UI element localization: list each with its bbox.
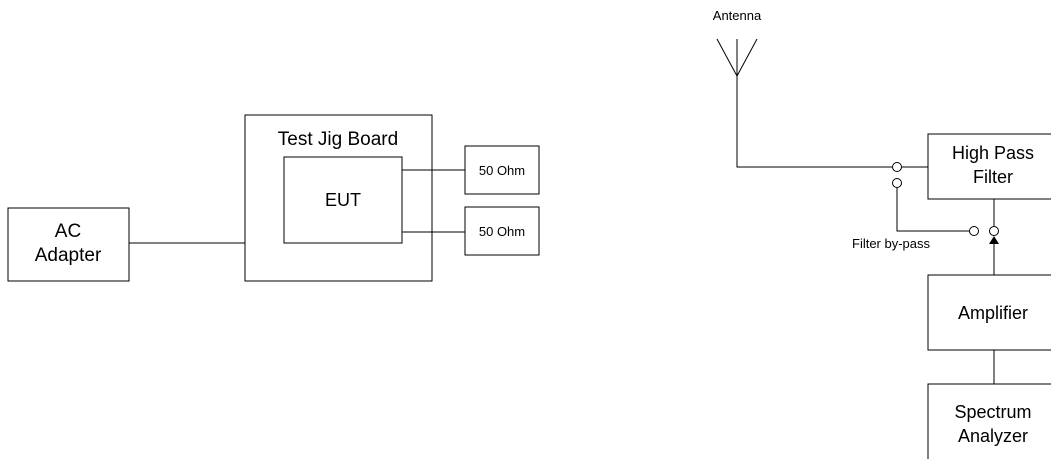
test-jig-board-label: Test Jig Board — [278, 129, 398, 150]
output-filter-node — [989, 226, 999, 236]
antenna-feed-line — [736, 76, 892, 168]
amplifier-box — [927, 274, 1051, 351]
high-pass-filter-box — [927, 133, 1051, 200]
spectrum-analyzer-label-line1: Spectrum — [954, 402, 1031, 422]
antenna-icon — [716, 38, 758, 77]
high-pass-filter-label-line1: High Pass — [952, 143, 1034, 163]
ac-adapter-box — [7, 207, 130, 282]
switch-bypass-node — [892, 178, 902, 188]
selector-arrow-icon — [989, 236, 999, 244]
load-top-label: 50 Ohm — [479, 163, 525, 178]
amplifier-label: Amplifier — [958, 303, 1028, 323]
antenna-label: Antenna — [713, 8, 762, 23]
filter-bypass-label: Filter by-pass — [852, 236, 931, 251]
load-bottom-label: 50 Ohm — [479, 224, 525, 239]
bypass-line — [896, 188, 969, 232]
ac-adapter-label-line1: AC — [55, 221, 81, 242]
switch-input-node — [892, 162, 902, 172]
high-pass-filter-label-line2: Filter — [973, 167, 1013, 187]
eut-box — [283, 156, 403, 244]
ac-adapter-label-line2: Adapter — [35, 245, 102, 266]
load-top-box — [464, 145, 540, 195]
output-bypass-node — [969, 226, 979, 236]
eut-label: EUT — [325, 190, 361, 210]
spectrum-analyzer-label-line2: Analyzer — [958, 426, 1028, 446]
spectrum-analyzer-box — [927, 383, 1051, 459]
load-bottom-box — [464, 206, 540, 256]
